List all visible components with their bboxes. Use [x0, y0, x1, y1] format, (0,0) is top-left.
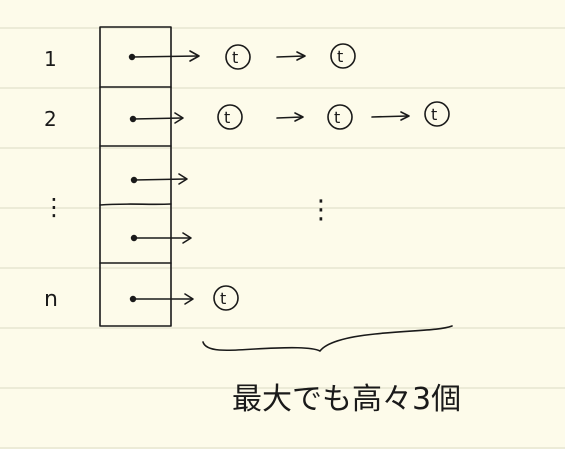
node-circle: t: [225, 44, 251, 70]
pointer-row-4: [130, 232, 192, 244]
pointer-row-n: [129, 293, 194, 305]
pointer-row-3: [130, 173, 188, 185]
node-circle: t: [330, 43, 356, 69]
row-label-2: 2: [44, 107, 57, 131]
bucket-pointers: [128, 50, 200, 305]
svg-text:t: t: [431, 105, 437, 124]
bucket-array: [99, 26, 172, 327]
chain-row-1: t t: [225, 43, 356, 70]
svg-text:t: t: [224, 108, 230, 127]
node-circle: t: [213, 285, 239, 311]
svg-text:t: t: [220, 289, 226, 308]
brace-note: 最大でも高々3個: [232, 382, 461, 417]
chain-row-n: t: [213, 285, 239, 311]
svg-text:t: t: [232, 48, 238, 67]
pointer-row-2: [129, 112, 184, 124]
arrow: [276, 51, 306, 61]
row-label-dots: ⋮: [42, 193, 66, 221]
row-label-n: n: [44, 287, 58, 312]
arrow: [276, 112, 304, 122]
ruled-lines: [0, 27, 565, 449]
node-circle: t: [327, 104, 353, 130]
row-label-1: 1: [44, 47, 57, 71]
curly-brace: [202, 325, 453, 352]
middle-ellipsis: ⋮: [308, 195, 334, 225]
svg-text:t: t: [337, 47, 343, 66]
pointer-row-1: [128, 50, 200, 62]
svg-text:t: t: [334, 108, 340, 127]
arrow: [371, 111, 410, 121]
node-circle: t: [217, 104, 243, 130]
chain-row-2: t t t: [217, 101, 450, 130]
node-circle: t: [424, 101, 450, 127]
